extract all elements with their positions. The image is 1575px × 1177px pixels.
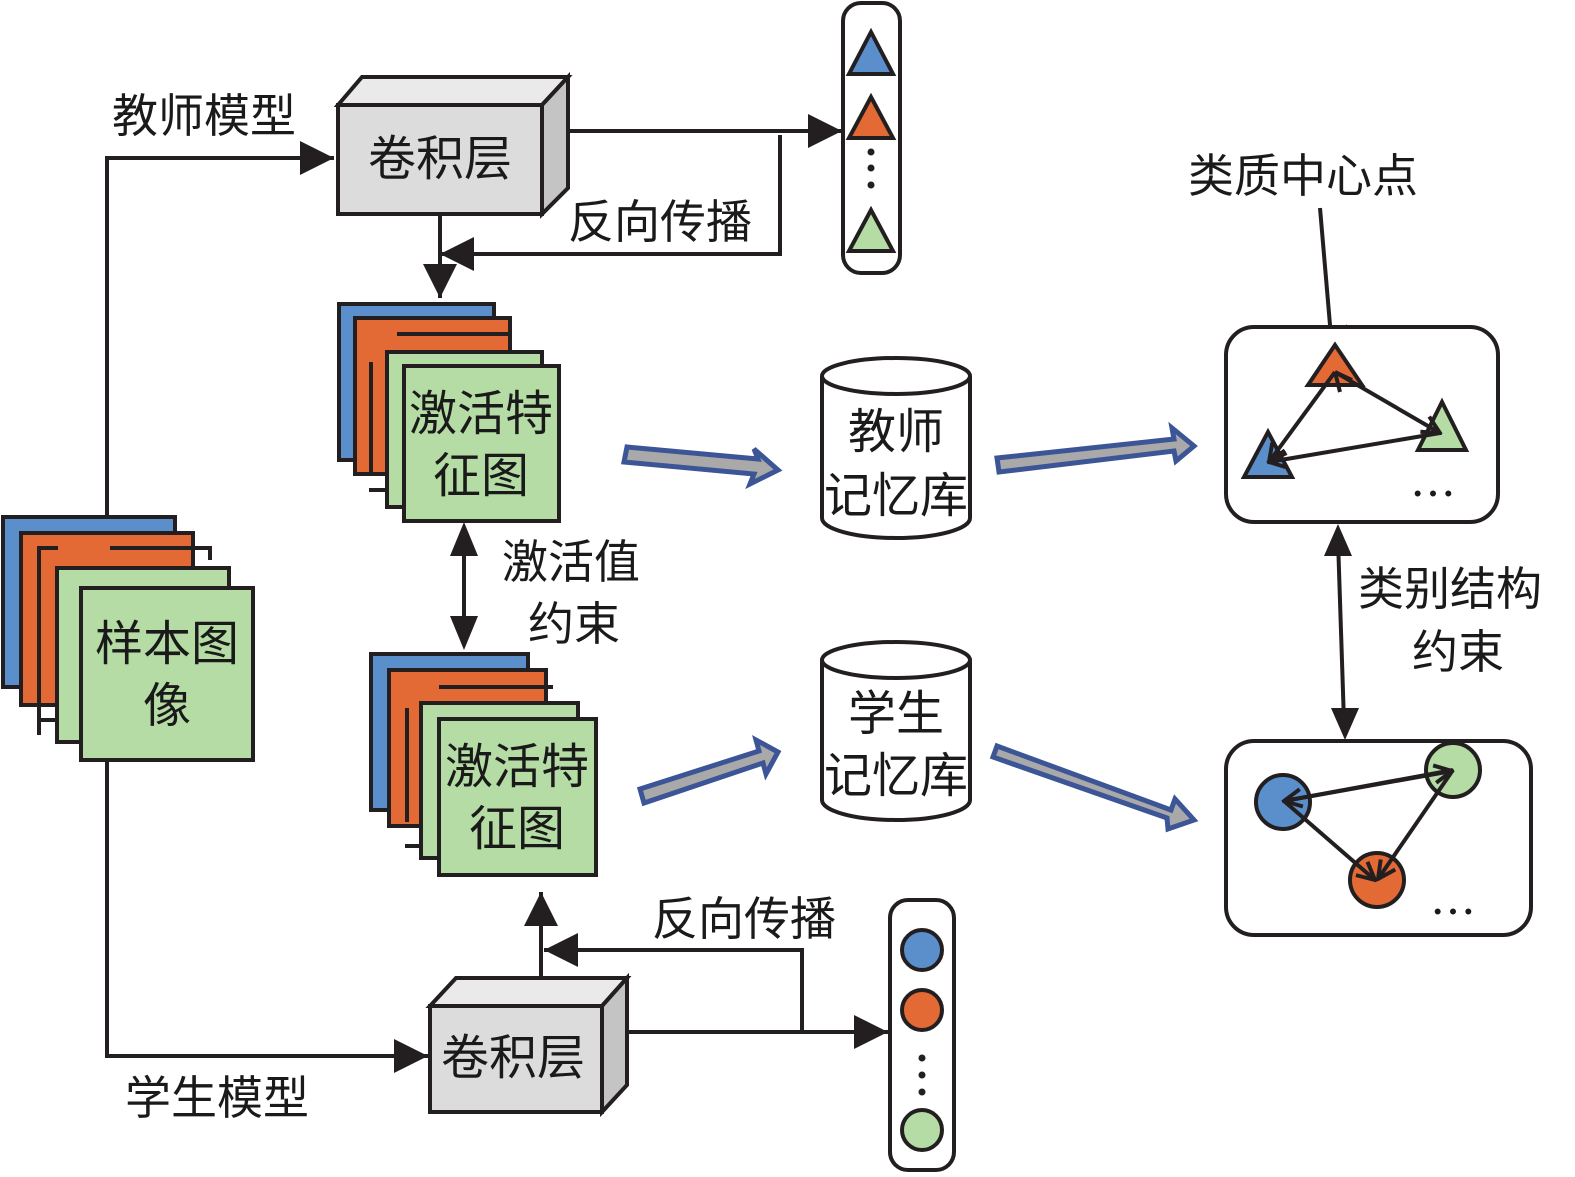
teacher-output-vector: [841, 1, 902, 275]
student-class-structure: …: [1224, 739, 1533, 937]
student-backprop-arrow: [544, 933, 804, 1032]
student-conv-block: 卷积层: [425, 972, 632, 1118]
class-structure-constraint-line2: 约束: [1412, 625, 1504, 679]
teacher-model-label: 教师模型: [112, 89, 296, 143]
centroid-label: 类质中心点: [1188, 149, 1418, 203]
student-centroid-blue-icon: [1254, 773, 1312, 831]
teacher-backprop-arrow: [440, 135, 782, 271]
sample-layer-green-front: [79, 586, 255, 762]
teacher-class-structure: …: [1224, 325, 1500, 524]
teacher-backprop-label: 反向传播: [568, 195, 752, 249]
teacher-centroid-orange-icon: [1304, 341, 1366, 387]
class-structure-constraint-arrow: [1336, 539, 1346, 723]
student-model-label: 学生模型: [125, 1071, 309, 1125]
sample-layer-outline-bottom: [37, 695, 58, 722]
student-memory-bank: 学生 记忆库: [820, 640, 972, 822]
student-feature-label-line2: 征图: [469, 801, 565, 857]
student-path-arrow: [105, 760, 428, 1073]
teacher-path-arrow: [105, 141, 334, 517]
teacher-memory-line2: 记忆库: [824, 468, 968, 524]
student-class-green-icon: [900, 1108, 944, 1152]
teacher-conv-block: 卷积层: [333, 71, 573, 219]
student-conv-label: 卷积层: [441, 1030, 585, 1086]
teacher-memory-line1: 教师: [848, 404, 944, 460]
student-feature-label-line1: 激活特: [445, 739, 589, 795]
sample-label-line2: 像: [143, 678, 191, 734]
teacher-feature-map-stack: 激活特 征图: [337, 302, 561, 523]
activation-constraint-line2: 约束: [528, 597, 620, 651]
sample-image-stack: 样本图 像: [1, 515, 255, 762]
student-backprop-label: 反向传播: [652, 892, 836, 946]
teacher-feature-label-line1: 激活特: [409, 386, 553, 442]
wide-arrow-teacher-memory-to-structure: [994, 421, 1198, 475]
student-memory-line1: 学生: [848, 686, 944, 742]
activation-constraint-line1: 激活值: [502, 535, 640, 589]
student-class-blue-icon: [900, 928, 944, 972]
teacher-structure-ellipsis: …: [1410, 453, 1456, 507]
student-centroid-orange-icon: [1348, 851, 1406, 909]
teacher-conv-label: 卷积层: [368, 131, 512, 187]
student-structure-ellipsis: …: [1430, 871, 1476, 925]
class-structure-constraint-line1: 类别结构: [1358, 562, 1542, 616]
wide-arrow-student-memory-to-structure: [989, 742, 1199, 833]
teacher-class-green-icon: [845, 205, 897, 253]
student-class-orange-icon: [900, 988, 944, 1032]
teacher-feature-label-line2: 征图: [433, 448, 529, 504]
teacher-memory-bank: 教师 记忆库: [820, 356, 972, 540]
teacher-class-blue-icon: [845, 27, 897, 76]
student-output-vector: [888, 898, 956, 1172]
wide-arrow-student-feature-to-memory: [636, 734, 782, 807]
sample-layer-outline: [37, 546, 212, 735]
wide-arrow-teacher-feature-to-memory: [621, 444, 783, 490]
sample-label-line1: 样本图: [95, 616, 239, 672]
student-feature-map-stack: 激活特 征图: [369, 652, 598, 877]
teacher-class-orange-icon: [845, 92, 897, 140]
student-memory-line2: 记忆库: [824, 748, 968, 804]
